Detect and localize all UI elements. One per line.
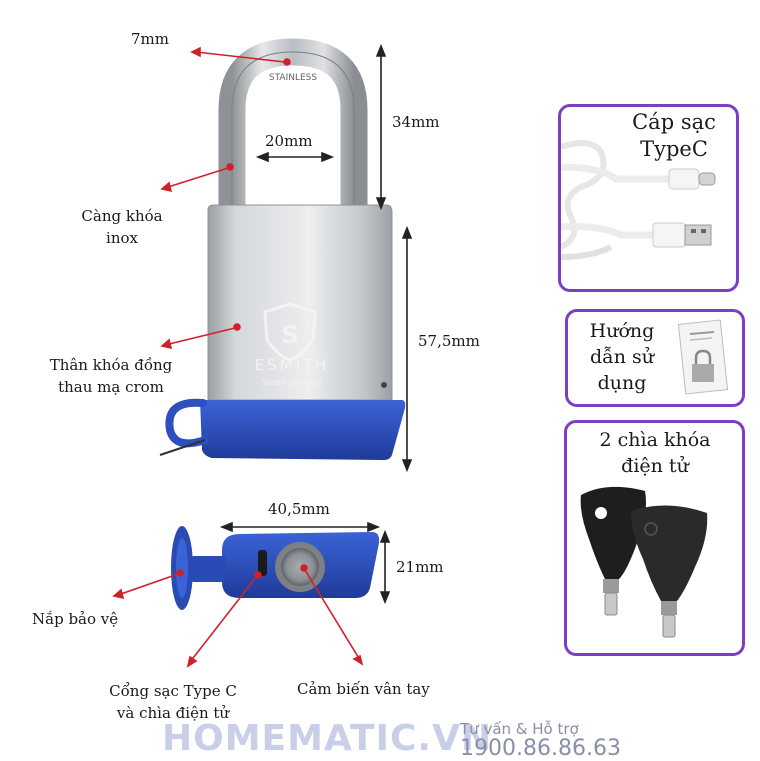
label-body-line2: thau mạ crom xyxy=(58,378,164,396)
card-manual-line1: Hướng xyxy=(589,320,655,342)
card-keys-title: 2 chìa khóa điện tử xyxy=(571,427,739,479)
card-manual-line2: dẫn sử xyxy=(589,346,655,368)
card-keys: 2 chìa khóa điện tử xyxy=(564,420,745,656)
type-c-port xyxy=(258,550,267,576)
electronic-key-icon xyxy=(580,486,646,616)
dim-body-height: 57,5mm xyxy=(418,332,480,350)
card-manual: Hướng dẫn sử dụng xyxy=(565,309,745,407)
card-cable-line1: Cáp sạc xyxy=(632,110,716,134)
label-port-line1: Cổng sạc Type C xyxy=(109,682,237,700)
electronic-key-icon xyxy=(631,505,708,638)
label-port: Cổng sạc Type C và chìa điện tử xyxy=(88,680,258,724)
card-manual-title: Hướng dẫn sử dụng xyxy=(572,318,672,396)
dimension-lines xyxy=(219,43,413,605)
card-manual-line3: dụng xyxy=(597,372,647,394)
label-sensor: Cảm biến vân tay xyxy=(297,680,430,698)
keys-image xyxy=(580,486,708,638)
lock-brand-engraving: ESMITH xyxy=(255,356,330,374)
label-shackle: Càng khóa inox xyxy=(62,205,182,249)
label-body-line1: Thân khóa đồng xyxy=(49,356,173,374)
lock-body: S xyxy=(207,204,393,401)
label-cover: Nắp bảo vệ xyxy=(32,610,119,628)
footer-hotline: 1900.86.86.63 xyxy=(460,736,621,761)
dim-body-depth: 21mm xyxy=(396,558,444,576)
label-body: Thân khóa đồng thau mạ crom xyxy=(26,354,196,398)
pointer-lines xyxy=(112,46,364,668)
card-keys-line2: điện tử xyxy=(621,455,689,477)
card-cable-line2: TypeC xyxy=(640,137,708,161)
dim-shackle-width: 20mm xyxy=(265,132,313,150)
label-port-line2: và chìa điện tử xyxy=(116,704,230,722)
shackle-engraving: STAINLESS xyxy=(269,73,317,83)
blue-base xyxy=(159,398,406,460)
label-shackle-line2: inox xyxy=(106,229,138,247)
card-cable: Cáp sạc TypeC xyxy=(558,104,739,292)
lock-tagline-engraving: Smart Security xyxy=(262,378,322,387)
card-keys-line1: 2 chìa khóa xyxy=(599,429,711,451)
dim-body-width: 40,5mm xyxy=(268,500,330,518)
shackle xyxy=(218,38,368,215)
cable-image xyxy=(561,140,716,260)
svg-text:S: S xyxy=(281,321,298,349)
dim-shackle-thickness: 7mm xyxy=(131,30,169,48)
card-cable-title: Cáp sạc TypeC xyxy=(613,109,735,163)
bottom-view xyxy=(171,526,380,610)
footer-support-label: Tư vấn & Hỗ trợ xyxy=(460,720,579,738)
dim-shackle-height: 34mm xyxy=(392,113,440,131)
footer-brand: HOMEMATIC.VN xyxy=(162,718,493,759)
manual-image xyxy=(677,319,729,395)
label-shackle-line1: Càng khóa xyxy=(81,207,163,225)
